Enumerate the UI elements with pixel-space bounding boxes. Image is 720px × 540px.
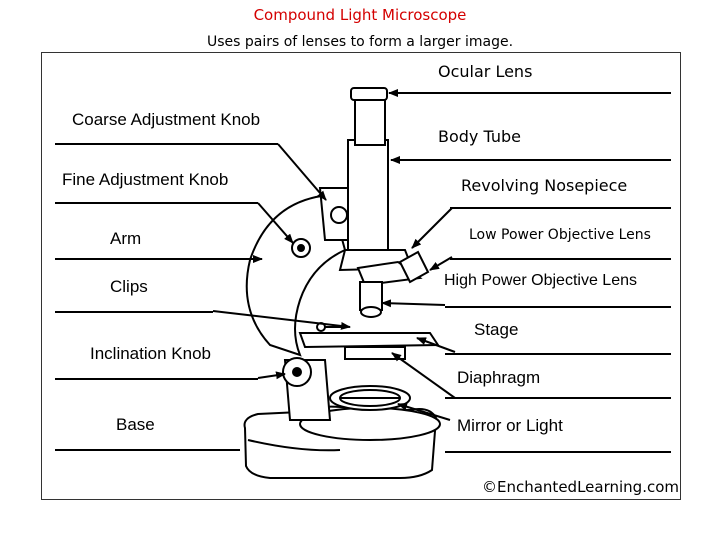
label-body-tube: Body Tube (438, 127, 521, 146)
label-high-power-objective: High Power Objective Lens (444, 272, 637, 289)
arrow-coarse (277, 143, 327, 201)
arrow-low-objective (429, 256, 453, 271)
body-tube-shape (347, 139, 389, 251)
diagram-subtitle: Uses pairs of lenses to form a larger im… (206, 34, 514, 50)
copyright-text: ©EnchantedLearning.com (482, 478, 679, 496)
arrow-high-objective (381, 299, 446, 308)
label-ocular-lens: Ocular Lens (438, 62, 533, 81)
label-diaphragm: Diaphragm (457, 368, 541, 387)
label-revolving-nosepiece: Revolving Nosepiece (461, 176, 628, 195)
diagram-title: Compound Light Microscope (253, 6, 467, 24)
microscope-illustration (243, 87, 441, 479)
label-low-power-objective: Low Power Objective Lens (469, 227, 651, 243)
low-objective-shape (398, 250, 430, 284)
label-inclination-knob: Inclination Knob (90, 344, 211, 363)
label-stage: Stage (474, 320, 519, 339)
answer-lines-left (55, 143, 278, 451)
pointer-arrows (212, 89, 456, 421)
arrow-inclination (257, 371, 286, 380)
ocular-lens-shape (350, 87, 388, 101)
label-base: Base (116, 415, 155, 434)
arrow-diaphragm (391, 352, 456, 399)
label-fine-adjustment-knob: Fine Adjustment Knob (62, 170, 229, 189)
arrow-stage (416, 337, 456, 353)
label-clips: Clips (110, 277, 148, 296)
arrow-nosepiece (411, 207, 453, 249)
arm-shape (245, 193, 347, 357)
label-mirror-or-light: Mirror or Light (457, 416, 563, 435)
high-objective-shape (359, 281, 383, 311)
arrow-fine (257, 202, 294, 244)
answer-lines-right (430, 92, 671, 453)
coarse-knob-shape (330, 206, 348, 224)
label-coarse-adjustment-knob: Coarse Adjustment Knob (72, 110, 261, 129)
label-arm: Arm (110, 229, 142, 248)
stage-shape (298, 332, 440, 349)
arrow-mirror (397, 402, 451, 421)
arrow-clips (212, 310, 351, 330)
diagram-frame (41, 52, 681, 500)
